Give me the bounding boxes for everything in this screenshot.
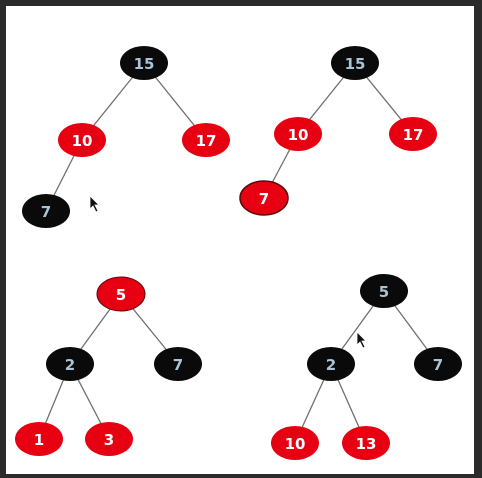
tree-node-black: 15	[120, 46, 168, 80]
node-shape	[414, 347, 462, 381]
node-label: 1	[34, 431, 44, 449]
tree-node-black: 2	[46, 347, 94, 381]
node-shape	[182, 123, 230, 157]
node-shape	[15, 422, 63, 456]
node-label: 2	[326, 356, 336, 374]
node-shape	[331, 46, 379, 80]
node-label: 15	[345, 55, 366, 73]
node-shape	[307, 347, 355, 381]
node-label: 3	[104, 431, 114, 449]
node-shape	[342, 426, 390, 460]
tree-node-red: 5	[96, 276, 146, 312]
node-label: 17	[403, 126, 424, 144]
tree-node-red: 10	[274, 117, 322, 151]
node-shape	[271, 426, 319, 460]
tree-node-red: 13	[342, 426, 390, 460]
tree-node-black: 7	[154, 347, 202, 381]
node-shape	[360, 274, 408, 308]
edges-layer	[38, 62, 439, 444]
tree-node-red: 10	[271, 426, 319, 460]
node-label: 10	[72, 132, 93, 150]
tree-node-red: 17	[389, 117, 437, 151]
tree-node-red: 10	[58, 123, 106, 157]
node-label: 7	[173, 356, 183, 374]
node-label: 5	[116, 286, 126, 304]
node-shape	[46, 347, 94, 381]
node-shape	[154, 347, 202, 381]
node-label: 15	[134, 55, 155, 73]
node-shape	[22, 194, 70, 228]
node-label: 17	[196, 132, 217, 150]
cursor-icon	[356, 331, 367, 349]
tree-node-red: 1	[15, 422, 63, 456]
node-shape	[389, 117, 437, 151]
node-shape	[274, 117, 322, 151]
tree-node-black: 7	[414, 347, 462, 381]
tree-node-black: 2	[307, 347, 355, 381]
node-label: 5	[379, 283, 389, 301]
node-shape	[58, 123, 106, 157]
node-label: 2	[65, 356, 75, 374]
node-label: 10	[285, 435, 306, 453]
tree-node-black: 7	[22, 194, 70, 228]
node-shape	[96, 276, 146, 312]
tree-node-red: 3	[85, 422, 133, 456]
node-shape	[85, 422, 133, 456]
tree-node-red: 17	[182, 123, 230, 157]
tree-node-red: 7	[239, 180, 289, 216]
node-shape	[239, 180, 289, 216]
node-label: 7	[41, 203, 51, 221]
tree-node-black: 5	[360, 274, 408, 308]
node-label: 7	[259, 190, 269, 208]
node-shape	[120, 46, 168, 80]
node-label: 13	[356, 435, 377, 453]
tree-node-black: 15	[331, 46, 379, 80]
node-label: 7	[433, 356, 443, 374]
cursor-icon	[89, 195, 100, 213]
node-label: 10	[288, 126, 309, 144]
